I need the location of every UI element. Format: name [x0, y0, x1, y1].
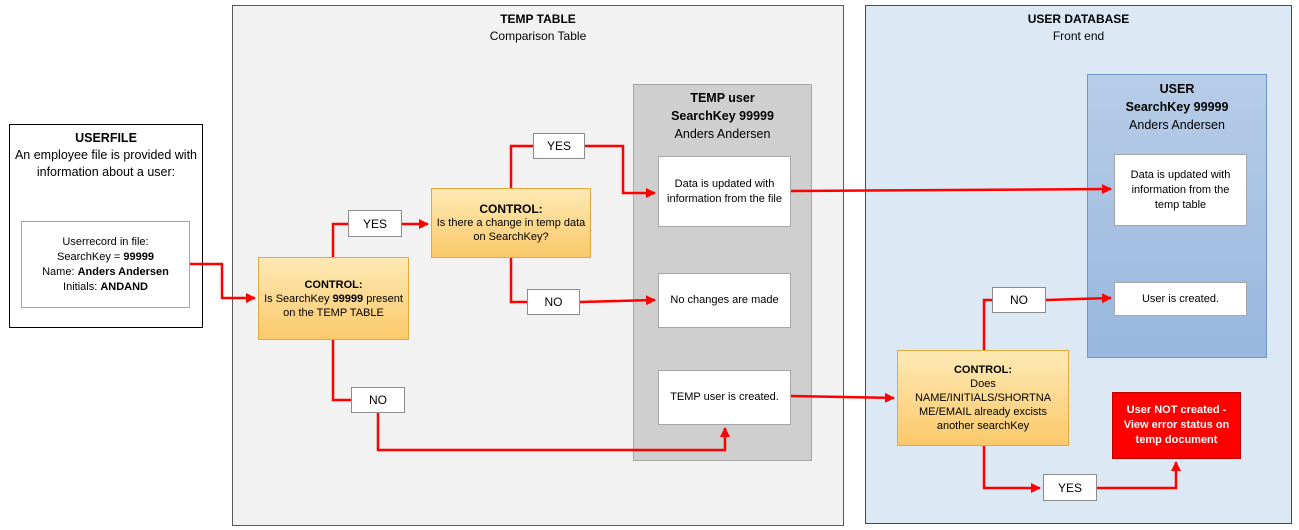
arrow-yes-to-temp-updated — [585, 144, 656, 198]
temp-user-no-changes-text: No changes are made — [670, 294, 779, 306]
record-line1: Userrecord in file: — [62, 235, 149, 248]
temp-user-header: TEMP user SearchKey 99999 Anders Anderse… — [633, 89, 812, 143]
temp-user-updated-box: Data is updated with information from th… — [658, 156, 791, 227]
user-name: Anders Andersen — [1129, 118, 1225, 132]
user-created-text: User is created. — [1141, 292, 1220, 305]
record-name: Name: Anders Andersen — [42, 265, 169, 278]
control1-text: Is SearchKey 99999 present on the TEMP T… — [264, 292, 403, 319]
yes-label-control2: YES — [533, 133, 585, 159]
arrow-no-to-no-changes — [579, 295, 656, 306]
temp-table-title: TEMP TABLE — [500, 12, 576, 26]
yes-label-control3: YES — [1043, 474, 1097, 501]
arrow-temp-updated-to-user-updated — [790, 184, 1112, 195]
temp-user-updated-text: Data is updated with information from th… — [667, 177, 782, 205]
user-searchkey: SearchKey 99999 — [1125, 100, 1229, 114]
arrow-control3-no — [982, 298, 992, 350]
userfile-description: An employee file is provided with inform… — [14, 148, 198, 179]
temp-user-created-text: TEMP user is created. — [670, 391, 779, 403]
arrow-control2-no — [509, 258, 527, 304]
user-title: USER — [1159, 82, 1195, 96]
yes-label-control1: YES — [348, 210, 402, 237]
arrow-yes-to-error — [1097, 461, 1181, 490]
user-database-header: USER DATABASE Front end — [865, 11, 1292, 45]
user-updated-text: Data is updated with information from th… — [1130, 168, 1231, 211]
userfile-record-box: Userrecord in file: SearchKey = 99999 Na… — [21, 221, 190, 308]
record-initials: Initials: ANDAND — [63, 280, 148, 293]
error-text: User NOT created - View error status on … — [1123, 404, 1230, 446]
user-header: USER SearchKey 99999 Anders Andersen — [1087, 80, 1267, 134]
control-duplicate-check: CONTROL: Does NAME/INITIALS/SHORTNA ME/E… — [897, 350, 1069, 446]
arrow-control1-yes — [331, 222, 348, 257]
user-created-box: User is created. — [1114, 282, 1247, 316]
no-label-control2: NO — [527, 289, 580, 315]
arrow-no-to-user-created — [1045, 293, 1112, 304]
arrow-control1-no — [331, 340, 351, 402]
no-label-control1: NO — [351, 387, 405, 413]
arrow-control3-yes — [982, 446, 1041, 493]
control-change-in-temp: CONTROL: Is there a change in temp data … — [431, 188, 591, 258]
control3-title: CONTROL: — [953, 364, 1013, 376]
record-searchkey: SearchKey = 99999 — [57, 250, 154, 263]
temp-user-no-changes-box: No changes are made — [658, 273, 791, 328]
temp-table-subtitle: Comparison Table — [489, 29, 587, 43]
temp-user-name: Anders Andersen — [674, 127, 771, 141]
arrow-userfile-to-control1 — [190, 262, 256, 303]
error-user-not-created: User NOT created - View error status on … — [1112, 392, 1241, 459]
userfile-header: USERFILE An employee file is provided wi… — [14, 130, 198, 181]
user-updated-box: Data is updated with information from th… — [1114, 154, 1247, 226]
temp-user-title: TEMP user — [690, 91, 755, 105]
user-database-subtitle: Front end — [1052, 29, 1105, 43]
arrow-control2-yes — [509, 144, 533, 188]
temp-user-created-box: TEMP user is created. — [658, 370, 791, 425]
no-label-control3: NO — [992, 287, 1046, 313]
user-database-title: USER DATABASE — [1027, 12, 1130, 26]
control2-title: CONTROL: — [479, 202, 543, 216]
control1-title: CONTROL: — [304, 278, 363, 291]
control2-text: Is there a change in temp data on Search… — [436, 217, 586, 243]
arrow-no-to-temp-created — [376, 412, 730, 452]
temp-table-header: TEMP TABLE Comparison Table — [232, 11, 844, 45]
control3-text: Does NAME/INITIALS/SHORTNA ME/EMAIL alre… — [914, 378, 1052, 432]
temp-user-searchkey: SearchKey 99999 — [671, 109, 774, 123]
arrow-temp-created-to-control3 — [790, 392, 895, 403]
userfile-title: USERFILE — [75, 131, 137, 145]
control-searchkey-present: CONTROL: Is SearchKey 99999 present on t… — [258, 257, 409, 340]
